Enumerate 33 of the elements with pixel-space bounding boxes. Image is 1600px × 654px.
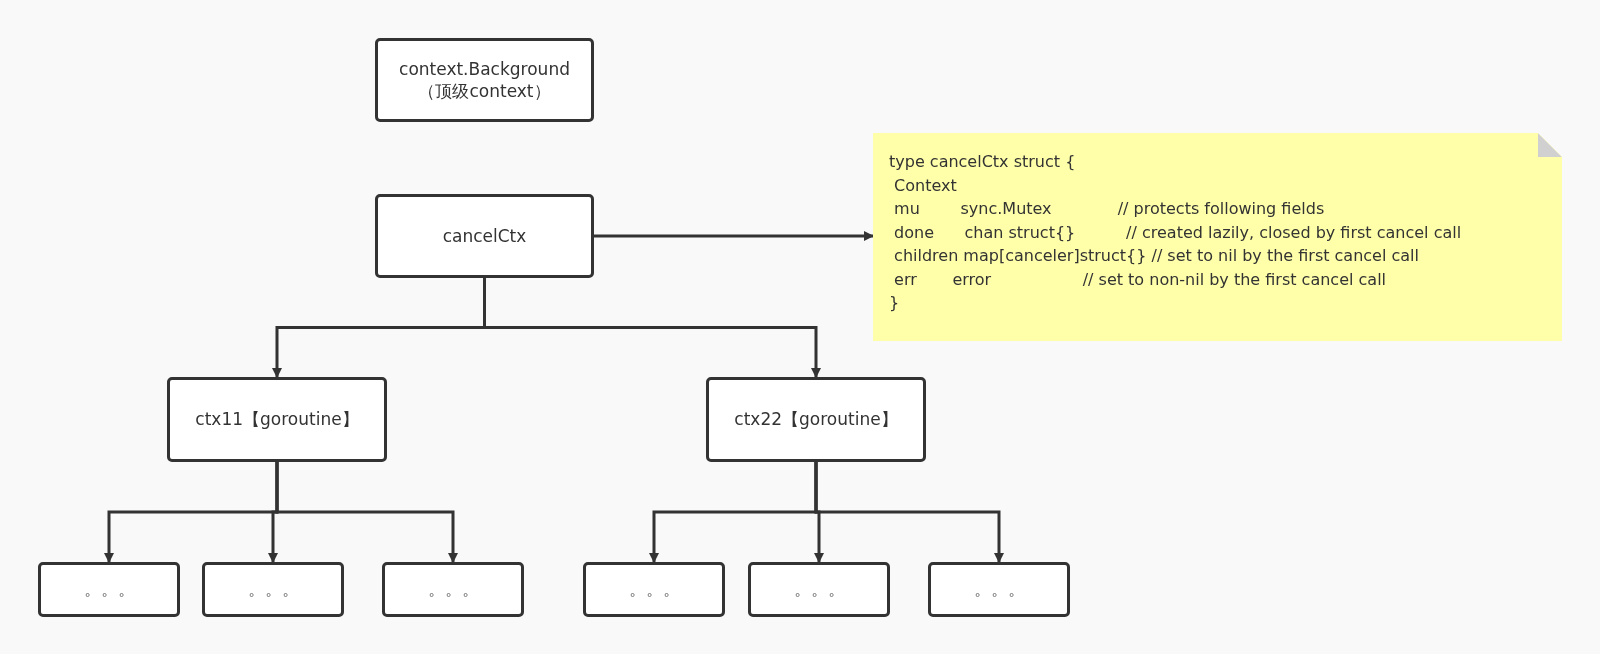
context-box	[706, 377, 926, 462]
context-box	[375, 194, 594, 278]
box-label: 。。。	[247, 578, 299, 601]
box-label: ctx11【goroutine】	[195, 408, 359, 431]
code-line: mu sync.Mutex // protects following fields	[893, 198, 1325, 220]
box-label: 。。。	[793, 578, 845, 601]
box-label: 。。。	[427, 578, 479, 601]
code-line: children map[canceler]struct{} // set to nil by the first cancel call	[893, 245, 1419, 267]
box-label: 。。。	[83, 578, 135, 601]
box-label: 。。。	[628, 578, 680, 601]
code-line: type cancelCtx struct {	[889, 151, 1076, 173]
note-card	[873, 133, 1562, 341]
box-label: context.Background	[399, 57, 570, 80]
code-line: err error // set to non-nil by the first cancel call	[893, 268, 1386, 291]
context-box	[38, 562, 180, 617]
box-label: ctx22【goroutine】	[734, 408, 898, 431]
context-box	[375, 38, 594, 122]
box-label: （顶级context）	[418, 80, 551, 103]
context-box	[583, 562, 725, 617]
context-box	[167, 377, 387, 462]
context-box	[382, 562, 524, 617]
arrow	[814, 462, 1004, 563]
code-line: done chan struct{} // created lazily, closed by first cancel call	[893, 221, 1462, 244]
arrow	[594, 231, 874, 241]
box-label: 。。。	[973, 578, 1025, 601]
context-box	[202, 562, 344, 617]
code-line: Context	[893, 174, 957, 197]
code-line: }	[889, 292, 900, 314]
box-label: cancelCtx	[442, 224, 527, 248]
context-box	[928, 562, 1070, 617]
arrow	[275, 462, 458, 563]
arrow	[483, 278, 821, 378]
context-box	[748, 562, 890, 617]
